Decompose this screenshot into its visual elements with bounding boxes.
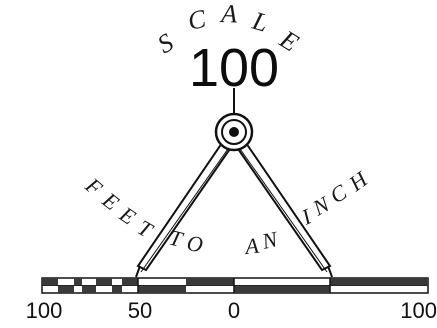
word-to-letter-o: O bbox=[185, 230, 204, 257]
arc-letter-l: L bbox=[248, 6, 271, 38]
bar-label-0: 0 bbox=[228, 298, 240, 323]
bar-seg bbox=[234, 285, 330, 293]
arc-letter-s: S bbox=[153, 28, 179, 60]
arc-letter-a: A bbox=[219, 0, 238, 29]
compass bbox=[135, 112, 333, 278]
word-an-letter-n: N bbox=[259, 226, 281, 254]
arc-letter-f: F bbox=[80, 172, 108, 201]
arc-letter-e2: E bbox=[114, 201, 140, 230]
bar-seg bbox=[96, 278, 112, 286]
bar-seg bbox=[112, 285, 122, 293]
bar-label-100-left: 100 bbox=[26, 298, 63, 323]
scale-bar bbox=[41, 277, 429, 294]
bar-seg bbox=[122, 278, 138, 286]
bar-seg bbox=[138, 285, 186, 293]
word-an-letter-a: A bbox=[242, 233, 261, 260]
bar-label-100-right: 100 bbox=[400, 298, 437, 323]
arc-letter-c2: C bbox=[325, 179, 351, 208]
bar-seg bbox=[58, 285, 74, 293]
arc-letter-c: C bbox=[185, 4, 209, 36]
arc-letter-h: H bbox=[343, 166, 372, 197]
bar-label-50: 50 bbox=[128, 298, 152, 323]
bar-seg bbox=[186, 278, 234, 286]
bar-seg bbox=[330, 278, 428, 286]
compass-pivot-dot bbox=[229, 127, 239, 137]
bar-seg bbox=[42, 278, 58, 286]
bar-seg bbox=[74, 278, 82, 286]
arc-letter-t: T bbox=[134, 215, 159, 244]
arc-letter-e1: E bbox=[97, 187, 124, 216]
bar-seg bbox=[82, 285, 96, 293]
